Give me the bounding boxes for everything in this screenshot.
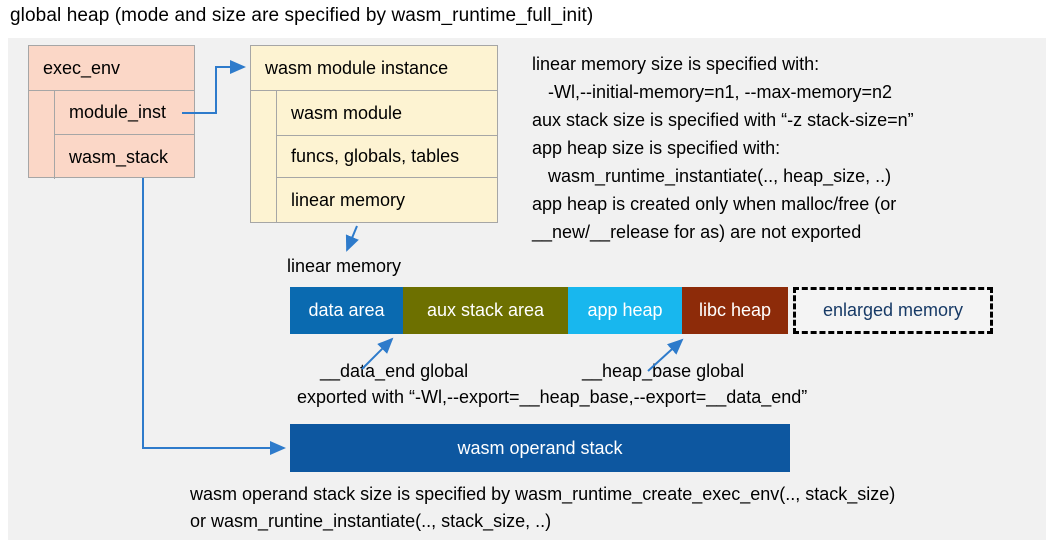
segment-app-heap: app heap <box>568 287 682 334</box>
exported-with-label: exported with “-Wl,--export=__heap_base,… <box>297 387 808 407</box>
note-line: -Wl,--initial-memory=n1, --max-memory=n2 <box>548 82 893 102</box>
footer-line: or wasm_runtine_instantiate(.., stack_si… <box>190 511 552 531</box>
exec-env-row-module-inst: module_inst <box>54 91 194 135</box>
exec-env-row-wasm-stack: wasm_stack <box>54 135 194 179</box>
segment-enlarged-memory: enlarged memory <box>793 287 993 334</box>
module-instance-row-wasm-module: wasm module <box>276 91 497 136</box>
note-line: app heap is created only when malloc/fre… <box>532 194 897 214</box>
segment-libc-heap-label: libc heap <box>698 300 772 320</box>
module-instance-row-funcs-globals-tables: funcs, globals, tables <box>276 136 497 178</box>
note-line: app heap size is specified with: <box>532 138 781 158</box>
exec-env-rows: module_inst wasm_stack <box>54 91 194 179</box>
diagram-title: global heap (mode and size are specified… <box>10 5 594 26</box>
exec-env-header: exec_env <box>29 46 194 91</box>
segment-aux-stack-area-label: aux stack area <box>426 300 545 320</box>
module-instance-header: wasm module instance <box>251 46 497 91</box>
segment-aux-stack-area: aux stack area <box>403 287 568 334</box>
note-line: __new/__release for as) are not exported <box>532 222 862 242</box>
footer-line: wasm operand stack size is specified by … <box>190 484 896 504</box>
operand-stack-notes: wasm operand stack size is specified by … <box>190 481 1050 535</box>
linear-memory-label: linear memory <box>287 256 402 276</box>
segment-libc-heap: libc heap <box>682 287 788 334</box>
exec-env-box: exec_env module_inst wasm_stack <box>28 45 195 179</box>
wasm-operand-stack-bar: wasm operand stack <box>290 424 790 472</box>
data-end-global-label: __data_end global <box>320 361 469 381</box>
segment-data-area: data area <box>290 287 403 334</box>
module-instance-row-linear-memory: linear memory <box>276 178 497 223</box>
segment-app-heap-label: app heap <box>587 300 663 320</box>
module-instance-rows: wasm module funcs, globals, tables linea… <box>276 91 497 223</box>
note-line: wasm_runtime_instantiate(.., heap_size, … <box>548 166 892 186</box>
memory-size-notes: linear memory size is specified with: -W… <box>532 50 1037 246</box>
note-line: aux stack size is specified with “-z sta… <box>532 110 914 130</box>
segment-enlarged-memory-label: enlarged memory <box>822 300 964 320</box>
wasm-operand-stack-label: wasm operand stack <box>457 437 623 458</box>
segment-data-area-label: data area <box>308 300 385 320</box>
heap-base-global-label: __heap_base global <box>582 361 745 381</box>
module-instance-box: wasm module instance wasm module funcs, … <box>250 45 498 223</box>
note-line: linear memory size is specified with: <box>532 54 820 74</box>
